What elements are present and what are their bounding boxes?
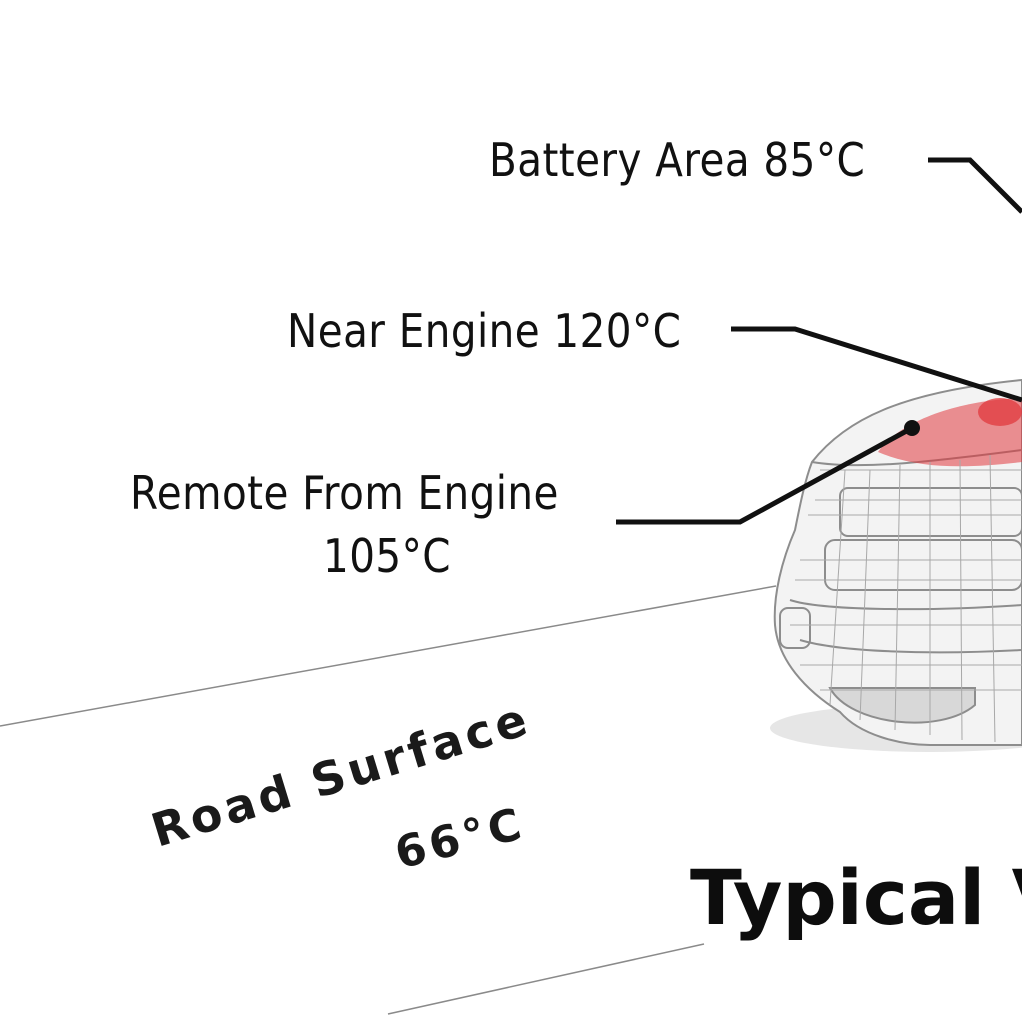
diagram-title: Typical V xyxy=(690,853,1022,942)
upper-grille xyxy=(839,487,1022,537)
wire-mesh xyxy=(790,454,1022,743)
near-engine-label: Near Engine 120°C xyxy=(287,304,682,358)
near-engine-leader-line xyxy=(731,326,1022,403)
remote-leader-dot xyxy=(904,420,920,436)
hot-zone-core xyxy=(978,398,1022,426)
battery-area-label: Battery Area 85°C xyxy=(489,133,866,187)
front-bumper xyxy=(789,599,1022,611)
lower-grille xyxy=(824,539,1022,591)
front-wheel xyxy=(828,687,976,724)
fog-lamp xyxy=(779,607,811,649)
bumper-lower xyxy=(799,639,1022,654)
remote-from-engine-temp: 105°C xyxy=(323,529,451,583)
remote-from-engine-label: Remote From Engine xyxy=(130,466,559,520)
remote-leader-line xyxy=(616,425,914,525)
road-edge-line-upper xyxy=(0,585,777,727)
battery-leader-line xyxy=(928,157,1022,214)
road-edge-line-lower xyxy=(387,943,705,1015)
